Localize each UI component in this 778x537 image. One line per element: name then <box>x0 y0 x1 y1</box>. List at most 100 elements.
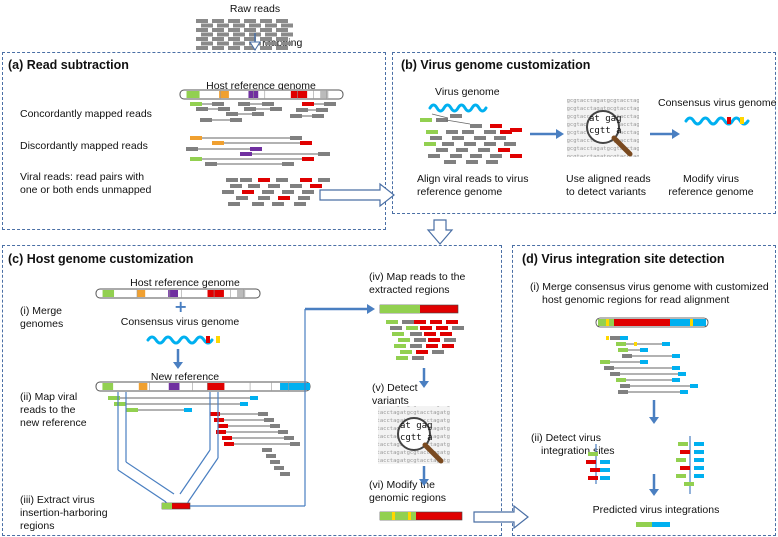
merge-label-2: genomes <box>20 318 64 330</box>
magnifier-icon <box>397 417 431 451</box>
c-down-arrow-3 <box>419 479 429 486</box>
read <box>616 342 626 346</box>
magnifier-icon <box>586 110 620 144</box>
detect-variants-label-1: (v) Detect <box>372 382 418 394</box>
map-label-2: reads to the <box>20 404 76 416</box>
read <box>252 202 264 206</box>
variant-mark <box>634 342 637 346</box>
read <box>270 460 280 464</box>
read <box>244 46 256 50</box>
read <box>281 41 293 46</box>
connector-line <box>445 119 471 125</box>
panel-b-title: (b) Virus genome customization <box>401 58 591 72</box>
read <box>478 148 490 152</box>
read <box>452 136 464 140</box>
read <box>222 190 234 194</box>
read <box>302 190 314 194</box>
read <box>672 366 680 370</box>
read <box>233 23 245 28</box>
read <box>226 178 238 182</box>
read <box>268 184 280 188</box>
read <box>240 152 252 156</box>
read <box>262 102 274 106</box>
read <box>212 28 224 32</box>
read <box>436 326 448 330</box>
read <box>276 46 288 50</box>
variant-mark <box>216 336 220 343</box>
read <box>270 107 282 111</box>
read <box>466 160 478 164</box>
read <box>260 19 272 23</box>
magnifier-text-c2: cgtt a <box>400 433 433 443</box>
virus-genome-label: Virus genome <box>435 86 500 98</box>
read <box>260 46 272 50</box>
read <box>190 102 202 106</box>
read <box>226 112 238 116</box>
connector-line <box>125 461 175 495</box>
read <box>590 468 600 472</box>
read <box>318 178 330 182</box>
read <box>444 338 456 342</box>
new-reference-label: New reference <box>150 371 220 383</box>
read <box>290 114 302 118</box>
read <box>510 154 522 158</box>
read <box>694 466 704 470</box>
read <box>276 37 288 41</box>
read <box>678 442 688 446</box>
read <box>126 408 138 412</box>
c-down-arrow-2 <box>419 381 429 388</box>
panel-host-genome-customization <box>2 245 502 536</box>
c-down-arrow-1 <box>173 362 183 369</box>
read <box>446 320 458 324</box>
variant-mark <box>206 336 210 343</box>
read <box>312 114 324 118</box>
read <box>620 384 630 388</box>
read <box>224 442 234 446</box>
read <box>212 102 224 106</box>
host-reference-chromosome <box>179 89 344 100</box>
read <box>212 141 224 145</box>
read <box>470 124 482 128</box>
read <box>242 190 254 194</box>
read <box>486 160 498 164</box>
read <box>410 344 422 348</box>
viral-reads-label-1: Viral reads: read pairs with <box>20 171 145 183</box>
read <box>694 442 704 446</box>
panel-virus-genome-customization <box>392 52 776 214</box>
read <box>504 142 516 146</box>
read <box>249 23 261 28</box>
read <box>250 147 262 151</box>
extract-label-1: (iii) Extract virus <box>20 494 95 506</box>
read <box>640 360 648 364</box>
read <box>240 178 252 182</box>
read <box>114 402 126 406</box>
read <box>490 124 502 128</box>
read <box>484 130 496 134</box>
read <box>604 366 614 370</box>
read <box>228 28 240 32</box>
read <box>684 482 694 486</box>
read <box>302 102 314 106</box>
read <box>217 23 229 28</box>
read <box>290 442 300 446</box>
modified-region-host <box>380 512 416 520</box>
panel-d-title: (d) Virus integration site detection <box>522 252 725 266</box>
predicted-integrations-label: Predicted virus integrations <box>592 504 720 516</box>
read <box>270 424 280 428</box>
read <box>214 418 224 422</box>
read <box>662 342 670 346</box>
read <box>490 154 502 158</box>
read <box>600 476 610 480</box>
read <box>672 378 680 382</box>
read <box>217 32 229 37</box>
predicted-integration-virus <box>652 522 670 527</box>
read <box>694 450 704 454</box>
chromosome-band <box>102 290 115 297</box>
new-reference-chromosome <box>95 381 311 392</box>
read <box>190 136 202 140</box>
read <box>618 390 628 394</box>
read <box>201 23 213 28</box>
read <box>430 136 442 140</box>
read <box>426 344 438 348</box>
